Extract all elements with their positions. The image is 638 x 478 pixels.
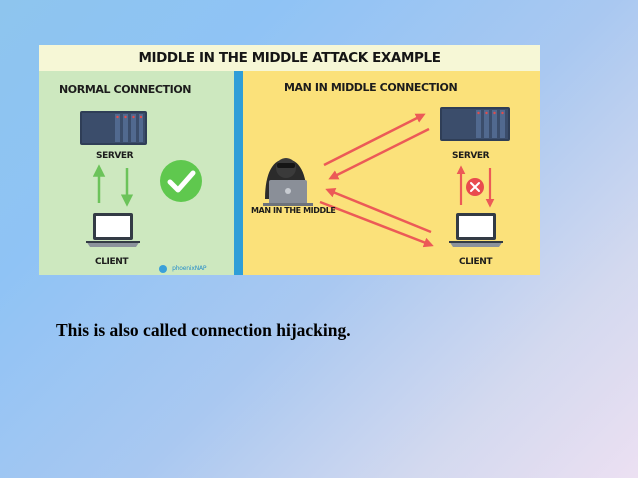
mitm-diagram: MIDDLE IN THE MIDDLE ATTACK EXAMPLE NORM… [39,45,540,275]
server-icon [80,111,147,145]
laptop-icon [449,213,503,247]
slide-caption: This is also called connection hijacking… [56,320,351,340]
mitm-client-label: CLIENT [459,257,493,267]
brand-name: phoenixNAP [172,265,207,272]
attacker-label: MAN IN THE MIDDLE [251,206,336,215]
phoenixnap-logo-icon [159,264,167,273]
checkmark-icon [160,160,202,202]
close-icon [466,178,484,196]
diagram-title: MIDDLE IN THE MIDDLE ATTACK EXAMPLE [39,45,540,71]
mitm-connection-heading: MAN IN MIDDLE CONNECTION [284,81,458,94]
laptop-icon [86,213,140,247]
panel-divider [234,71,243,275]
normal-client-label: CLIENT [95,257,129,267]
brand-logo: phoenixNAP [159,258,207,277]
server-icon [440,107,510,141]
normal-server-label: SERVER [96,151,134,161]
normal-connection-heading: NORMAL CONNECTION [59,83,192,96]
diagram-graphics [80,107,510,248]
intercept-arrows [319,113,495,248]
mitm-server-label: SERVER [452,151,490,161]
secure-arrows [92,164,134,207]
hacker-icon [263,158,313,206]
